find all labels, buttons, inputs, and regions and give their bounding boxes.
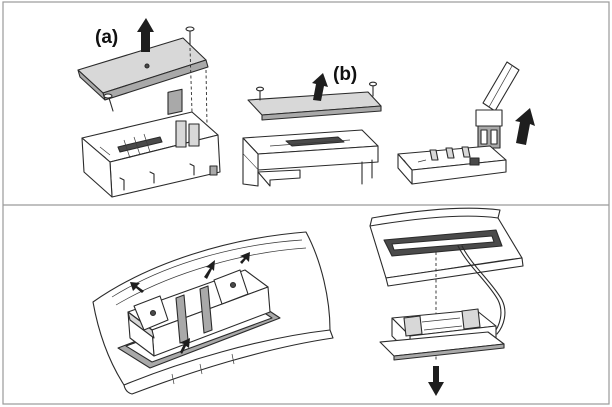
label-a: (a) [95,27,118,48]
down-arrow-icon [180,338,190,354]
connector-step [397,61,535,185]
up-arrow-icon [137,18,154,52]
down-arrow-icon [428,366,444,396]
down-arrow-icon [240,252,250,264]
up-arrow-icon [515,108,535,145]
cable-connector [475,109,503,149]
ribbon-cable [457,245,502,335]
down-arrow-icon [130,282,144,293]
module-plate [247,91,382,121]
screw-icon [103,26,195,112]
screw-icon [255,81,378,101]
overhead-panel [369,207,524,287]
electronics-module [242,129,379,187]
ribbon-cable [482,61,520,112]
housing-base [81,88,221,198]
dropped-module [379,308,505,361]
panel-mounted-module [92,231,334,395]
label-b: (b) [333,64,357,85]
mount-tray [397,145,507,185]
screw-guide-line [205,69,208,126]
down-arrow-icon [204,260,215,279]
step-b-module: (b) [242,64,382,187]
up-arrow-icon [312,73,328,101]
step-a-housing: (a) [77,18,221,198]
module-removal [369,207,524,396]
housing-cover [77,37,209,101]
